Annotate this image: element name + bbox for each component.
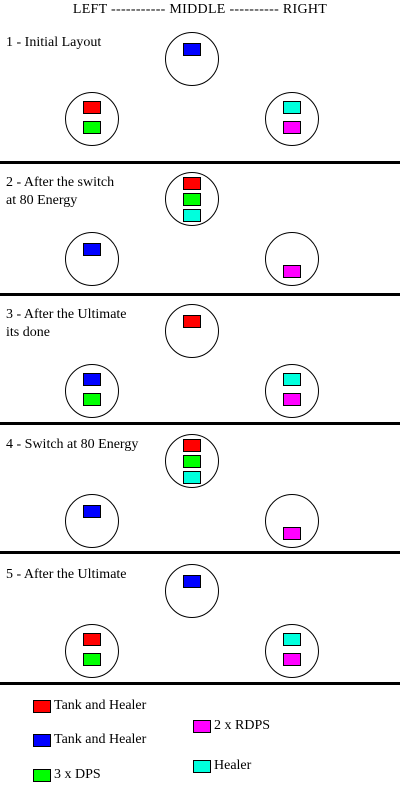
legend-label: Healer (214, 758, 252, 773)
blue-group-marker (83, 373, 101, 386)
stage-2: 2 - After the switch at 80 Energy (0, 162, 400, 292)
blue-group-marker (183, 43, 201, 56)
green-group-marker (83, 393, 101, 406)
cyan-group-marker (283, 633, 301, 646)
position-circle-left (65, 232, 119, 286)
stage-title: 3 - After the Ultimate its done (6, 307, 127, 340)
stage-title: 4 - Switch at 80 Energy (6, 437, 139, 452)
stage-title: 1 - Initial Layout (6, 35, 102, 50)
blue-group-marker (183, 575, 201, 588)
legend-label: Tank and Healer (54, 698, 147, 713)
blue-group-marker (83, 505, 101, 518)
position-circle-left (65, 494, 119, 548)
red-group-marker (183, 177, 201, 190)
position-circle-left (65, 92, 119, 146)
green-group-marker (183, 455, 201, 468)
position-header: LEFT ----------- MIDDLE ---------- RIGHT (72, 2, 328, 17)
cyan-group-marker (183, 471, 201, 484)
legend-swatch-green (33, 769, 51, 782)
position-circle-middle (165, 32, 219, 86)
position-circle-middle (165, 564, 219, 618)
green-group-marker (83, 653, 101, 666)
legend-label: 3 x DPS (54, 767, 101, 782)
cyan-group-marker (183, 209, 201, 222)
red-group-marker (183, 315, 201, 328)
stage-title: 2 - After the switch at 80 Energy (6, 175, 115, 208)
position-circle-left (65, 364, 119, 418)
stage-3: 3 - After the Ultimate its done (0, 294, 400, 424)
magenta-group-marker (283, 265, 301, 278)
position-circle-left (65, 624, 119, 678)
cyan-group-marker (283, 101, 301, 114)
green-group-marker (83, 121, 101, 134)
position-circle-right (265, 494, 319, 548)
legend-swatch-cyan (193, 760, 211, 773)
stage-4: 4 - Switch at 80 Energy (0, 424, 400, 554)
section-divider (0, 682, 400, 685)
magenta-group-marker (283, 393, 301, 406)
red-group-marker (83, 101, 101, 114)
stage-title: 5 - After the Ultimate (6, 567, 127, 582)
position-circle-right (265, 232, 319, 286)
position-circle-right (265, 364, 319, 418)
section-divider (0, 293, 400, 296)
legend-swatch-magenta (193, 720, 211, 733)
section-divider (0, 161, 400, 164)
section-divider (0, 422, 400, 425)
stage-1: 1 - Initial Layout (0, 22, 400, 152)
green-group-marker (183, 193, 201, 206)
position-circle-middle (165, 304, 219, 358)
stage-5: 5 - After the Ultimate (0, 554, 400, 684)
blue-group-marker (83, 243, 101, 256)
legend-label: Tank and Healer (54, 732, 147, 747)
magenta-group-marker (283, 527, 301, 540)
position-circle-right (265, 92, 319, 146)
legend-label: 2 x RDPS (214, 718, 271, 733)
section-divider (0, 551, 400, 554)
magenta-group-marker (283, 121, 301, 134)
red-group-marker (83, 633, 101, 646)
legend-swatch-red (33, 700, 51, 713)
cyan-group-marker (283, 373, 301, 386)
position-circle-middle (165, 172, 219, 226)
legend-swatch-blue (33, 734, 51, 747)
red-group-marker (183, 439, 201, 452)
position-circle-right (265, 624, 319, 678)
magenta-group-marker (283, 653, 301, 666)
position-circle-middle (165, 434, 219, 488)
